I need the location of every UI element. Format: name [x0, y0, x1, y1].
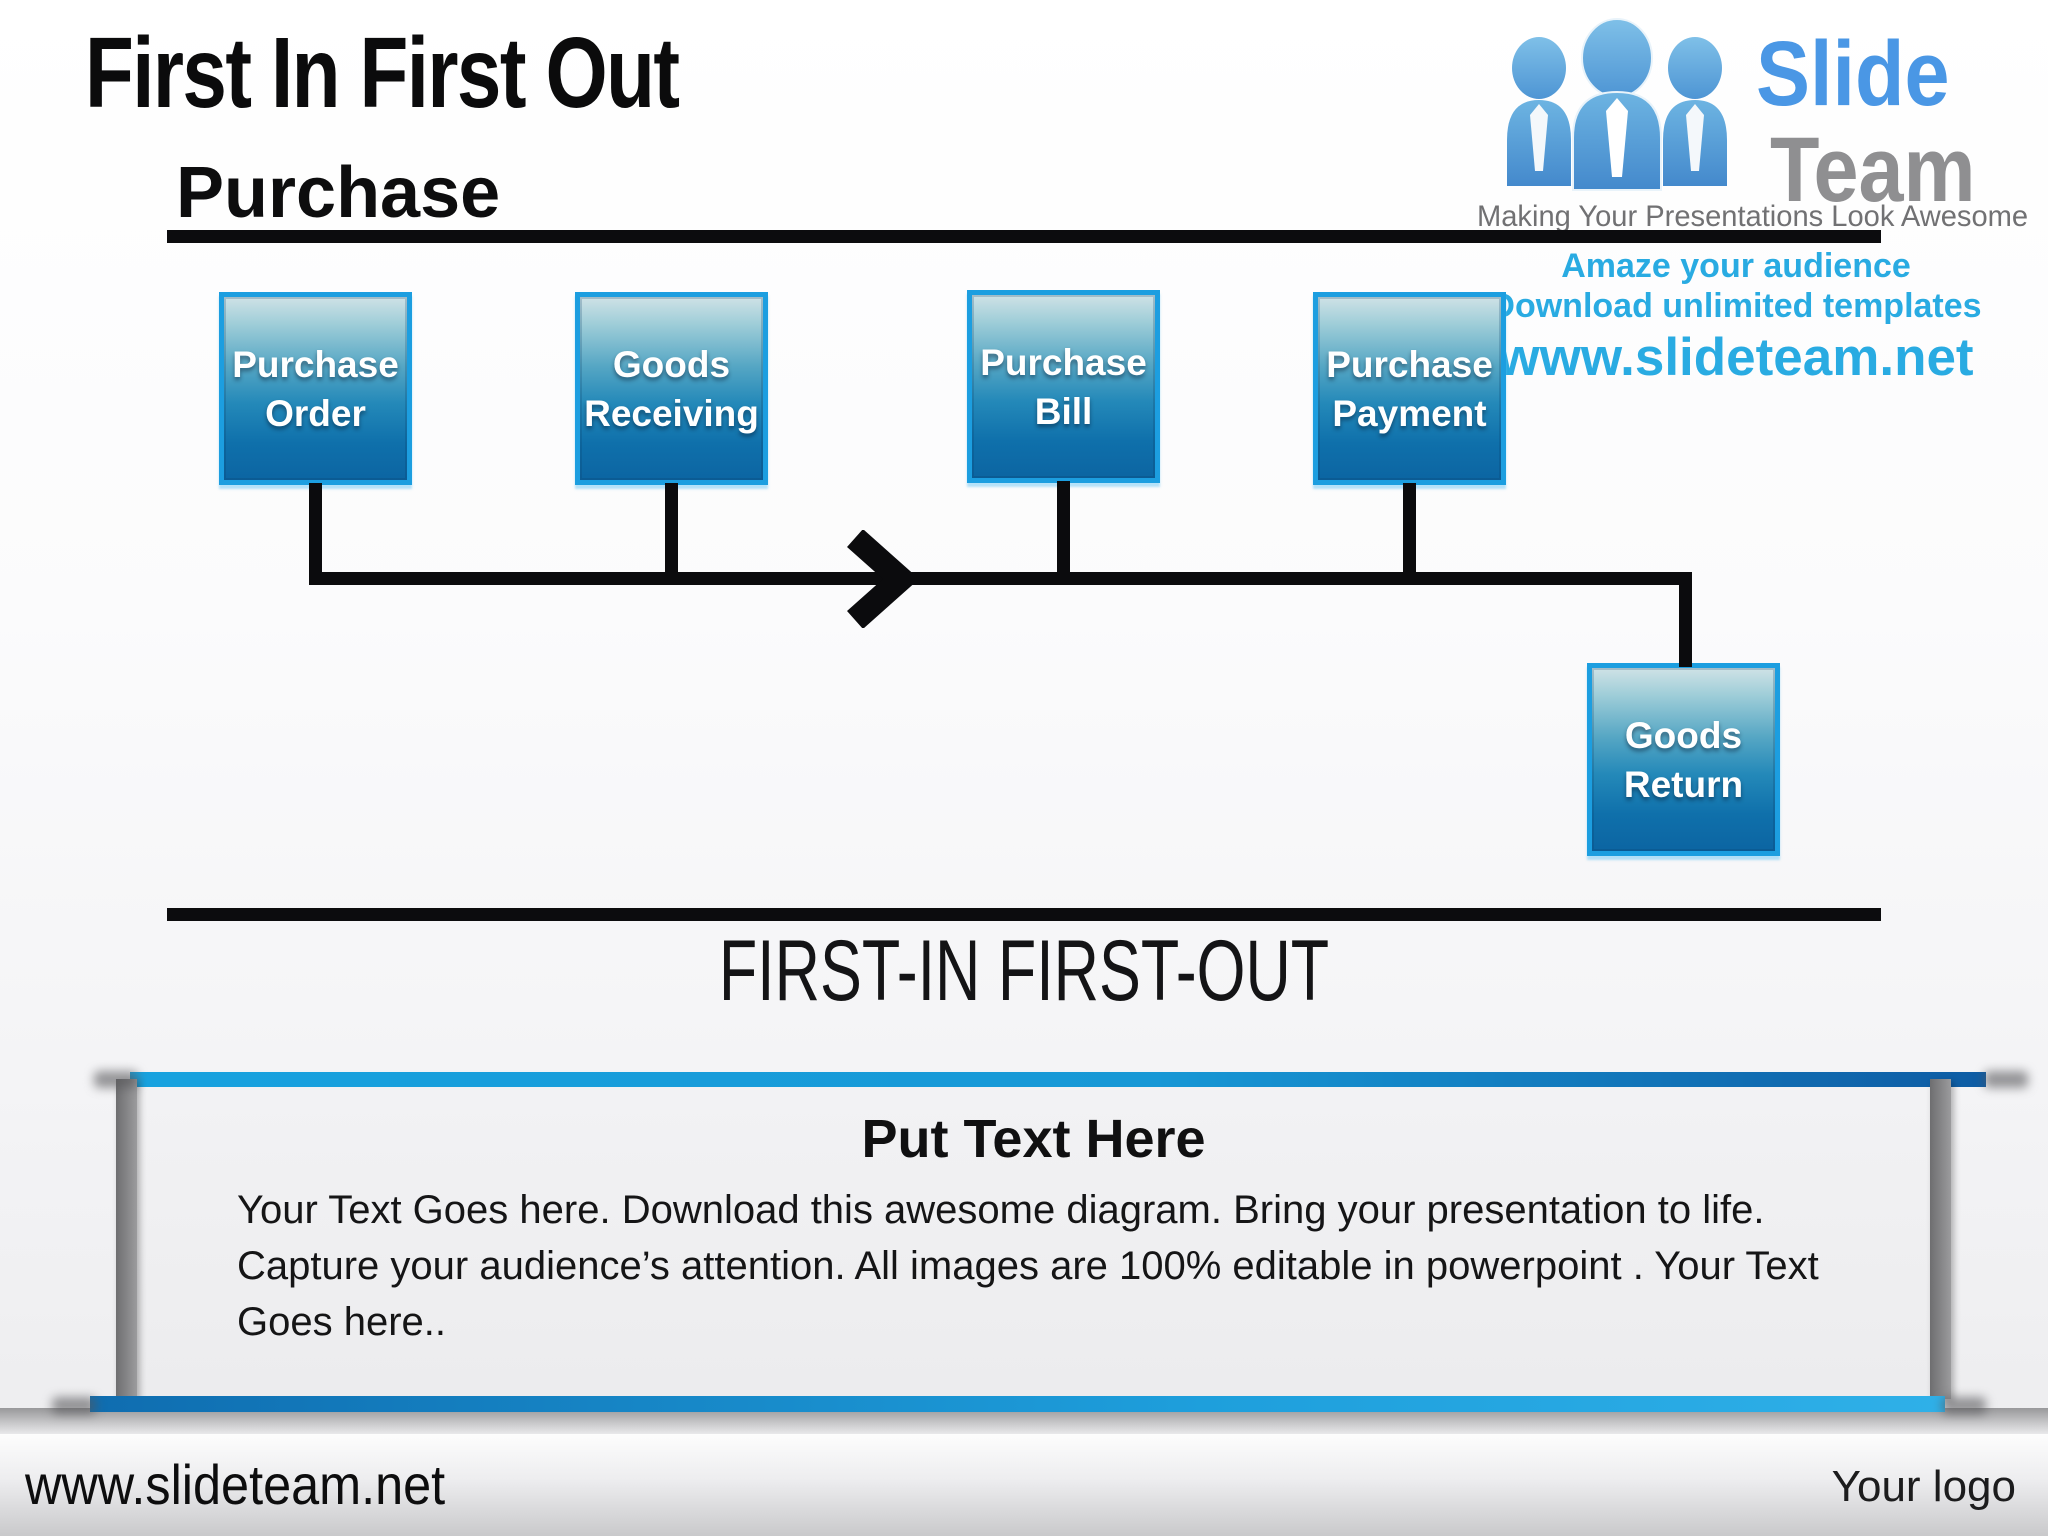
fifo-caption: FIRST-IN FIRST-OUT — [718, 923, 1330, 1019]
page-title: First In First Out — [85, 17, 680, 129]
footer-bar: www.slideteam.net Your logo — [0, 1434, 2048, 1536]
textbox-title: Put Text Here — [861, 1109, 1206, 1169]
promo-line-2: Download unlimited templates — [1490, 287, 1982, 325]
process-box-goods-return: Goods Return — [1587, 663, 1780, 856]
textbox-top-accent — [130, 1072, 1986, 1087]
process-box-label: Purchase Payment — [1326, 343, 1493, 434]
textbox-panel — [137, 1087, 1930, 1396]
footer-logo-placeholder: Your logo — [1831, 1462, 2016, 1511]
textbox-bottom-accent — [90, 1396, 1945, 1412]
promo-line-1: Amaze your audience — [1561, 247, 1911, 285]
textbox-corner-shadow — [1942, 1397, 1986, 1414]
textbox-shadow — [0, 1408, 2048, 1434]
section-heading-purchase: Purchase — [176, 153, 501, 233]
process-box-label: Purchase Bill — [980, 341, 1147, 432]
arrow-chevron-icon — [847, 530, 915, 628]
textbox-right-post — [1930, 1079, 1951, 1399]
connector-line — [309, 483, 322, 585]
promo-url: www.slideteam.net — [1498, 328, 1974, 387]
logo-word-slide: Slide — [1756, 23, 1950, 125]
process-box-label: Purchase Order — [232, 343, 399, 434]
timeline-line — [309, 572, 1692, 585]
process-box-label: Goods Receiving — [584, 343, 759, 434]
process-box-purchase-payment: Purchase Payment — [1313, 292, 1506, 485]
process-box-purchase-bill: Purchase Bill — [967, 290, 1160, 483]
connector-line — [1403, 483, 1416, 585]
textbox-corner-shadow — [52, 1397, 96, 1414]
divider-line — [167, 908, 1881, 921]
textbox-corner-shadow — [94, 1071, 138, 1088]
process-box-purchase-order: Purchase Order — [219, 292, 412, 485]
connector-line — [1679, 572, 1692, 667]
logo-tagline: Making Your Presentations Look Awesome — [1477, 200, 2029, 233]
textbox-body: Your Text Goes here. Download this aweso… — [237, 1188, 1819, 1344]
footer-website: www.slideteam.net — [25, 1453, 446, 1516]
heading-underline — [167, 230, 1881, 243]
promo-block: Amaze your audience Download unlimited t… — [1450, 246, 2022, 388]
textbox-left-post — [116, 1079, 137, 1399]
textbox-corner-shadow — [1984, 1071, 2028, 1088]
process-box-label: Goods Return — [1623, 714, 1744, 805]
connector-line — [1057, 481, 1070, 585]
slideteam-people-icon — [1507, 18, 1727, 191]
process-box-goods-receiving: Goods Receiving — [575, 292, 768, 485]
connector-line — [665, 483, 678, 585]
logo-word-team: Team — [1770, 119, 1976, 221]
